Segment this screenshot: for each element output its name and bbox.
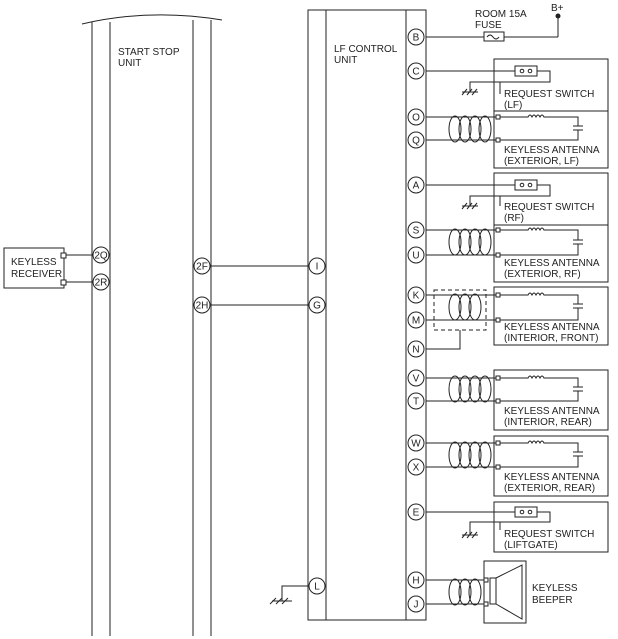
- keyless-beeper: KEYLESS BEEPER: [426, 560, 578, 624]
- pin-w: W: [411, 439, 421, 450]
- antenna-exterior-lf: KEYLESS ANTENNA (EXTERIOR, LF): [426, 110, 609, 169]
- pin-a: A: [413, 181, 420, 192]
- pin-b: B: [413, 33, 420, 44]
- antenna-interior-front: KEYLESS ANTENNA (INTERIOR, FRONT): [426, 286, 609, 350]
- switch-icon: [514, 65, 538, 77]
- start-stop-unit: START STOP UNIT: [81, 14, 223, 636]
- pin-j: J: [414, 600, 419, 611]
- pin-2q: 2Q: [94, 251, 108, 262]
- switch-icon: [514, 506, 538, 518]
- antenna-exterior-rear: KEYLESS ANTENNA (EXTERIOR, REAR): [426, 435, 609, 497]
- antenna-interior-rear: KEYLESS ANTENNA (INTERIOR, REAR): [426, 369, 609, 431]
- lf-title-1: LF CONTROL: [334, 44, 398, 55]
- antenna-exterior-rf: KEYLESS ANTENNA (EXTERIOR, RF): [426, 224, 609, 283]
- svg-text:(LF): (LF): [504, 100, 522, 111]
- fuse-label-2: FUSE: [475, 20, 502, 31]
- svg-text:REQUEST SWITCH: REQUEST SWITCH: [504, 529, 594, 540]
- start-stop-title-1: START STOP: [118, 47, 180, 58]
- svg-text:(INTERIOR, FRONT): (INTERIOR, FRONT): [504, 333, 598, 344]
- pins: 2Q 2R 2F 2H I G L B C O Q A S U K M N V …: [92, 28, 425, 613]
- svg-text:REQUEST SWITCH: REQUEST SWITCH: [504, 89, 594, 100]
- pin-k: K: [413, 291, 420, 302]
- svg-text:(INTERIOR, REAR): (INTERIOR, REAR): [504, 417, 592, 428]
- pin-2h: 2H: [196, 301, 209, 312]
- ground-l: [269, 585, 308, 605]
- request-switch-rf: REQUEST SWITCH (RF): [426, 172, 609, 226]
- lf-control-unit: LF CONTROL UNIT: [307, 9, 427, 621]
- svg-text:(EXTERIOR, REAR): (EXTERIOR, REAR): [504, 483, 595, 494]
- svg-text:(EXTERIOR, RF): (EXTERIOR, RF): [504, 269, 581, 280]
- pin-2r: 2R: [95, 278, 108, 289]
- bus-wires: [211, 265, 308, 306]
- receiver-label-2: RECEIVER: [11, 269, 62, 280]
- svg-text:BEEPER: BEEPER: [532, 595, 573, 606]
- svg-text:KEYLESS ANTENNA: KEYLESS ANTENNA: [504, 145, 600, 156]
- pin-g: G: [313, 301, 321, 312]
- keyless-receiver: KEYLESS RECEIVER: [3, 247, 92, 289]
- request-switch-lf: REQUEST SWITCH (LF): [426, 58, 609, 112]
- request-switch-liftgate: REQUEST SWITCH (LIFTGATE): [426, 501, 609, 553]
- pin-l: L: [314, 582, 320, 593]
- svg-text:(EXTERIOR, LF): (EXTERIOR, LF): [504, 156, 579, 167]
- svg-text:(LIFTGATE): (LIFTGATE): [504, 540, 558, 551]
- pin-m: M: [412, 316, 420, 327]
- pin-t: T: [413, 397, 419, 408]
- pin-i: I: [316, 262, 319, 273]
- pin-v: V: [413, 374, 420, 385]
- pin-o: O: [412, 113, 420, 124]
- battery-label: B+: [551, 3, 564, 14]
- pin-x: X: [413, 463, 420, 474]
- svg-text:KEYLESS ANTENNA: KEYLESS ANTENNA: [504, 322, 600, 333]
- pin-c: C: [412, 67, 419, 78]
- svg-text:KEYLESS: KEYLESS: [532, 583, 578, 594]
- beeper-icon: [489, 577, 497, 605]
- pin-u: U: [412, 251, 419, 262]
- svg-text:KEYLESS ANTENNA: KEYLESS ANTENNA: [504, 406, 600, 417]
- pin-s: S: [413, 226, 420, 237]
- pin-e: E: [413, 508, 420, 519]
- pin-h: H: [412, 576, 419, 587]
- pin-2f: 2F: [196, 262, 208, 273]
- svg-text:KEYLESS ANTENNA: KEYLESS ANTENNA: [504, 472, 600, 483]
- receiver-label-1: KEYLESS: [11, 257, 57, 268]
- svg-text:(RF): (RF): [504, 213, 524, 224]
- lf-title-2: UNIT: [334, 55, 357, 66]
- fuse-label-1: ROOM 15A: [475, 9, 527, 20]
- battery-terminal-icon: [555, 13, 561, 19]
- pin-q: Q: [412, 136, 420, 147]
- switch-icon: [514, 179, 538, 191]
- svg-text:REQUEST SWITCH: REQUEST SWITCH: [504, 202, 594, 213]
- svg-text:KEYLESS ANTENNA: KEYLESS ANTENNA: [504, 258, 600, 269]
- power-supply: ROOM 15A FUSE B+: [426, 3, 564, 42]
- start-stop-title-2: UNIT: [118, 58, 141, 69]
- pin-n: N: [412, 345, 419, 356]
